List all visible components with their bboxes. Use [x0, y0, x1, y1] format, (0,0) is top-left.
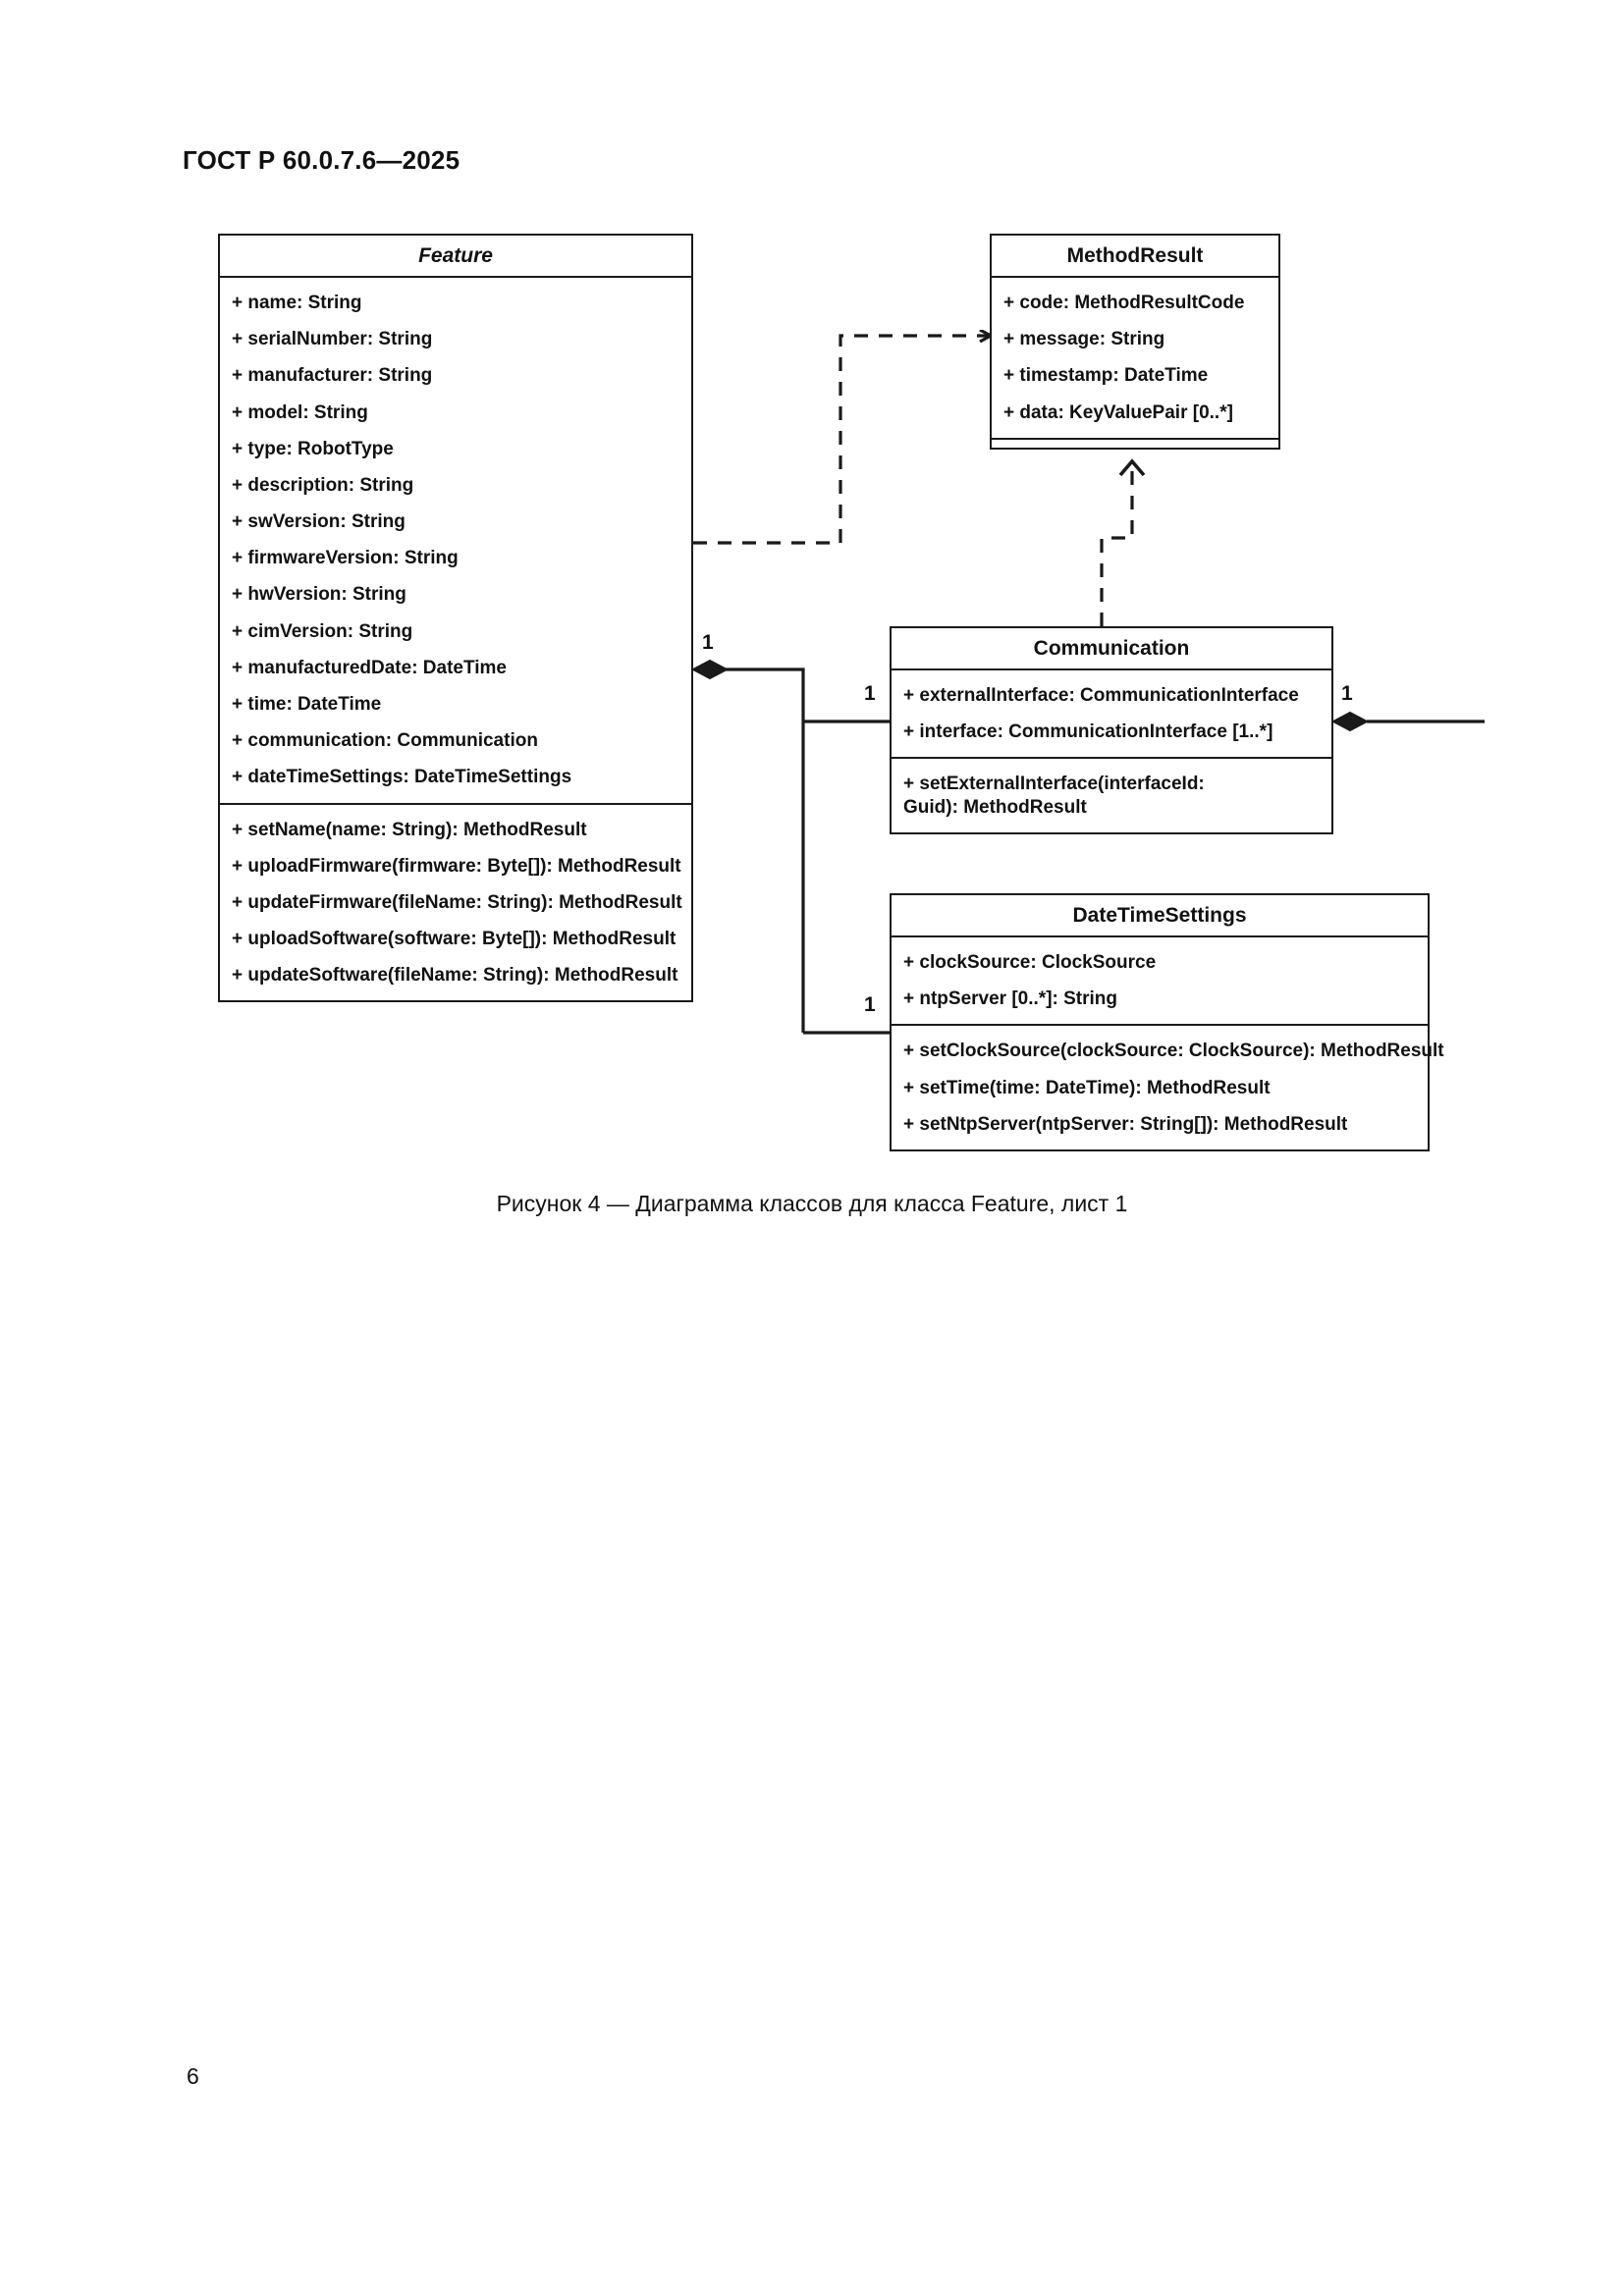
uml-attribute: + manufacturedDate: DateTime	[232, 657, 507, 678]
uml-class-title-communication: Communication	[892, 628, 1331, 671]
uml-method: + updateFirmware(fileName: String): Meth…	[232, 891, 682, 913]
uml-attribute: + interface: CommunicationInterface [1..…	[903, 721, 1273, 743]
uml-attribute: + clockSource: ClockSource	[903, 952, 1157, 974]
figure-caption: Рисунок 4 — Диаграмма классов для класса…	[496, 1191, 1128, 1216]
multiplicity-datetimesettings-target: 1	[864, 993, 876, 1016]
uml-methods-datetimesettings: + setClockSource(clockSource: ClockSourc…	[892, 1024, 1444, 1149]
uml-attribute: + externalInterface: CommunicationInterf…	[903, 685, 1299, 707]
uml-attributes-feature: + name: String + serialNumber: String + …	[220, 278, 691, 802]
uml-class-feature[interactable]: Feature + name: String + serialNumber: S…	[218, 234, 693, 1003]
uml-class-communication[interactable]: Communication + externalInterface: Commu…	[890, 626, 1333, 834]
uml-methods-communication: + setExternalInterface(interfaceId: Guid…	[892, 757, 1331, 831]
uml-attributes-methodresult: + code: MethodResultCode + message: Stri…	[992, 278, 1278, 438]
uml-class-title-methodresult: MethodResult	[992, 236, 1278, 279]
uml-method: + uploadSoftware(software: Byte[]): Meth…	[232, 929, 677, 950]
uml-class-title-datetimesettings: DateTimeSettings	[892, 895, 1428, 938]
uml-method: + setExternalInterface(interfaceId: Guid…	[903, 774, 1205, 818]
uml-methods-methodresult	[992, 437, 1278, 448]
page-number: 6	[187, 2063, 199, 2089]
dependency-communication-to-methodresult	[1100, 458, 1146, 626]
uml-attribute: + firmwareVersion: String	[232, 548, 459, 569]
page-header-standard-number: ГОСТ Р 60.0.7.6—2025	[183, 145, 460, 175]
composition-communication-to-offpage	[1330, 711, 1485, 732]
uml-class-diagram: MethodResult (dashed, elbow) --> MethodR…	[218, 234, 1485, 1151]
uml-attribute: + name: String	[232, 293, 362, 314]
dependency-feature-to-methodresult	[693, 336, 990, 545]
multiplicity-communication-right-source: 1	[1341, 682, 1353, 705]
uml-attribute: + description: String	[232, 474, 414, 496]
uml-attribute: + swVersion: String	[232, 511, 406, 533]
uml-attribute: + data: KeyValuePair [0..*]	[1003, 401, 1233, 423]
uml-method: + uploadFirmware(firmware: Byte[]): Meth…	[232, 855, 681, 877]
uml-attribute: + model: String	[232, 401, 368, 423]
uml-class-methodresult[interactable]: MethodResult + code: MethodResultCode + …	[990, 234, 1280, 450]
uml-attribute: + time: DateTime	[232, 693, 382, 715]
uml-attribute: + dateTimeSettings: DateTimeSettings	[232, 767, 572, 788]
uml-attributes-communication: + externalInterface: CommunicationInterf…	[892, 670, 1331, 757]
uml-attribute: + cimVersion: String	[232, 620, 413, 642]
uml-attribute: + serialNumber: String	[232, 329, 433, 350]
uml-class-title-feature: Feature	[220, 236, 691, 279]
multiplicity-communication-target: 1	[864, 682, 876, 705]
uml-attribute: + manufacturer: String	[232, 365, 433, 387]
uml-attribute: + ntpServer [0..*]: String	[903, 988, 1118, 1010]
uml-method: + updateSoftware(fileName: String): Meth…	[232, 965, 678, 987]
uml-attribute: + timestamp: DateTime	[1003, 365, 1209, 387]
uml-method: + setNtpServer(ntpServer: String[]): Met…	[903, 1113, 1348, 1135]
uml-attributes-datetimesettings: + clockSource: ClockSource + ntpServer […	[892, 937, 1428, 1024]
composition-feature-to-children	[690, 659, 890, 1035]
uml-attribute: + message: String	[1003, 329, 1165, 350]
uml-attribute: + type: RobotType	[232, 438, 394, 459]
uml-class-datetimesettings[interactable]: DateTimeSettings + clockSource: ClockSou…	[890, 893, 1444, 1151]
uml-attribute: + hwVersion: String	[232, 584, 406, 606]
uml-attribute: + code: MethodResultCode	[1003, 293, 1245, 314]
uml-methods-feature: + setName(name: String): MethodResult + …	[220, 802, 691, 1001]
uml-method: + setClockSource(clockSource: ClockSourc…	[903, 1041, 1444, 1062]
uml-method: + setTime(time: DateTime): MethodResult	[903, 1077, 1271, 1098]
multiplicity-feature-composition-source: 1	[702, 631, 714, 654]
uml-attribute: + communication: Communication	[232, 730, 538, 752]
uml-method: + setName(name: String): MethodResult	[232, 819, 587, 840]
